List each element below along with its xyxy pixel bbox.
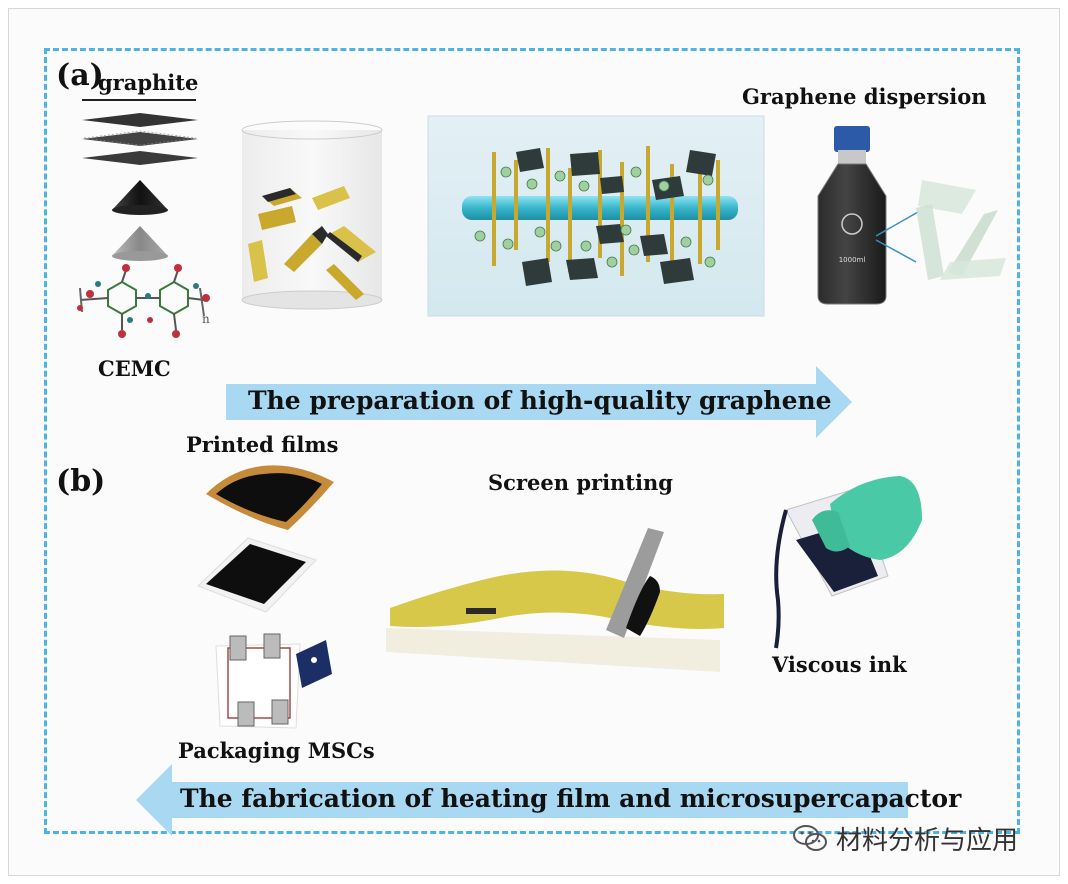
watermark: 材料分析与应用 bbox=[792, 818, 1052, 858]
preparation-arrow-text: The preparation of high-quality graphene bbox=[248, 386, 832, 415]
polymer-subscript: n bbox=[202, 312, 210, 326]
viscous-ink-label: Viscous ink bbox=[772, 652, 907, 677]
screen-printing-label: Screen printing bbox=[488, 470, 673, 495]
graphite-label: graphite bbox=[98, 70, 199, 95]
graphene-sheet-icons bbox=[516, 148, 716, 286]
mixing-panel bbox=[427, 115, 765, 317]
square-film-icon bbox=[197, 537, 317, 613]
graphite-icon bbox=[82, 99, 198, 165]
cemc-atoms bbox=[77, 264, 210, 338]
cemc-label: CEMC bbox=[98, 356, 171, 381]
watermark-text: 材料分析与应用 bbox=[836, 825, 1019, 856]
graphene-dispersion-label: Graphene dispersion bbox=[742, 84, 987, 109]
fabrication-arrow-text: The fabrication of heating film and micr… bbox=[180, 784, 962, 813]
printed-films-label: Printed films bbox=[186, 432, 339, 457]
msc-device-icon bbox=[215, 633, 332, 729]
nanoparticle-dots bbox=[474, 166, 716, 268]
graphene-flake-icons bbox=[248, 186, 376, 300]
preparation-arrow bbox=[226, 366, 852, 438]
dashed-border bbox=[44, 48, 1020, 834]
dispersion-sheet-icons bbox=[875, 180, 1006, 280]
cone-dark-icon bbox=[112, 180, 168, 215]
cone-light-icon bbox=[112, 226, 168, 261]
screen-printing-icon bbox=[386, 528, 724, 672]
viscous-ink-icon bbox=[774, 476, 922, 649]
bottle-volume-text: 1000ml bbox=[839, 256, 866, 264]
panel-b-letter: (b) bbox=[56, 464, 106, 499]
panel-a-letter: (a) bbox=[56, 58, 104, 93]
cemc-molecule-icon bbox=[79, 269, 205, 331]
bottle-icon bbox=[817, 126, 887, 305]
printed-film-icon bbox=[206, 465, 334, 530]
fabrication-arrow bbox=[136, 764, 908, 836]
packaging-mscs-label: Packaging MSCs bbox=[178, 738, 375, 763]
wechat-icon bbox=[793, 825, 827, 851]
